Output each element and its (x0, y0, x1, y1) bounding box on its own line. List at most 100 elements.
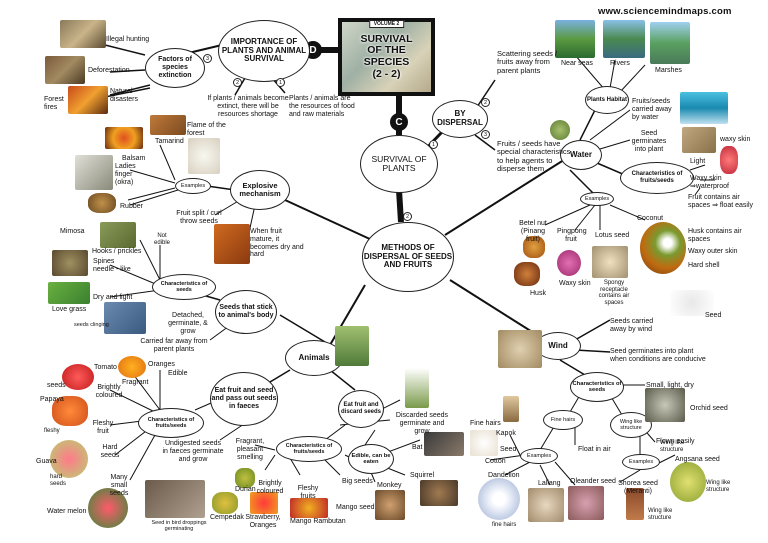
seed-wind-label: Seed (705, 312, 722, 319)
spines-label: Spines needle - like (93, 258, 131, 273)
tamarind-photo (150, 115, 186, 135)
water-node: Water (560, 140, 602, 170)
eat-node: Eat fruit and seed and pass out seeds in… (210, 372, 278, 426)
fleshy-fruit-label: Fleshy fruit (92, 420, 114, 435)
examples-explosive-node: Examples (175, 178, 211, 194)
lallang-label: Lallang (538, 480, 561, 487)
fine-hairs-2-label: fine hairs (492, 522, 517, 528)
big-seeds-label: Big seeds (342, 478, 373, 485)
husk-air-label: Husk contains air spaces (688, 228, 742, 243)
plants-animals-text: Plants / animals are the resources of fo… (289, 95, 355, 118)
factors-node: Factors of species extinction (145, 48, 205, 88)
wind-seeds-photo (498, 330, 542, 368)
branch-letter-c: C (390, 113, 408, 131)
number-marker: 2 (233, 78, 242, 87)
cotton-label: Cotton (485, 458, 506, 465)
title-line-4: (2 - 2) (372, 67, 401, 80)
survival-node: SURVIVAL OF PLANTS (360, 135, 438, 193)
fragrant-label: Fragrant (122, 379, 149, 386)
oleander-photo (568, 486, 604, 520)
orchid-label: Orchid seed (690, 405, 728, 412)
seeds-clinging-label: seeds clinging (74, 322, 109, 328)
guava-photo (50, 440, 88, 478)
bat-photo (424, 432, 464, 456)
hooks-label: Hooks / prickles (92, 248, 142, 255)
flame-forest-label: Flame of the forest (187, 122, 226, 137)
husk-photo (514, 262, 540, 286)
wing-like-3-label: Wing like structure (660, 440, 685, 453)
wing-like-label: Wing like structure (706, 480, 731, 493)
fleshy-fruits-label: Fleshy fruits (297, 485, 319, 500)
animals-photo (335, 326, 369, 366)
rivers-photo (603, 20, 645, 58)
stick-node: Seeds that stick to animal's body (215, 290, 277, 334)
mango-rambutan-photo (290, 498, 328, 518)
dandelion-photo (478, 478, 520, 520)
examples-water-node: Examples (580, 192, 614, 206)
edible-label: Edible (168, 370, 188, 377)
brightly-label: Brightly coloured (95, 384, 123, 399)
squirrel-photo (420, 480, 458, 506)
betel-nut-label: Betel nut (Pinang fruit) (519, 220, 547, 243)
website-url[interactable]: www.sciencemindmaps.com (598, 6, 732, 17)
cempedak-photo (212, 492, 238, 514)
durian-label: Durian (235, 486, 256, 493)
water-melon-label: Water melon (47, 508, 87, 515)
squirrel-label: Squirrel (410, 472, 435, 479)
importance-node: IMPORTANCE OF PLANTS AND ANIMAL SURVIVAL (218, 20, 310, 82)
cempedak-label: Cempedak (210, 514, 244, 521)
forest-fire-photo (68, 86, 108, 114)
detached-label: Detached, germinate, & grow (168, 312, 208, 335)
angsana-photo (670, 462, 706, 502)
lotus-seed-photo (592, 246, 628, 278)
papaya-label: Papaya (40, 396, 64, 403)
char-eat-node: Characteristics of fruits/seeds (138, 408, 204, 438)
seed-label: Seed (500, 446, 517, 453)
number-marker: 1 (276, 78, 285, 87)
balsam-photo (105, 127, 143, 149)
number-marker: 2 (403, 212, 412, 221)
tomato-label: Tomato (94, 364, 117, 371)
float-air-label: Float in air (578, 446, 611, 453)
strawberry-photo (250, 492, 278, 514)
seed-germinates-label: Seed germinates into plant (631, 130, 667, 153)
mimosa-photo (100, 222, 136, 248)
edible-node: Edible, can be eaten (348, 444, 394, 474)
examples-fine-node: Examples (520, 448, 558, 464)
watermelon-photo (88, 488, 128, 528)
bird-droppings-photo (145, 480, 205, 518)
shorea-photo (626, 488, 644, 520)
spongy-label: Spongy receptacle contains air spaces (598, 280, 630, 307)
monkey-label: Monkey (377, 482, 402, 489)
rubber-label: Rubber (120, 203, 143, 210)
shorea-label: Shorea seed (Meranti) (618, 480, 658, 495)
fine-hairs-label: Fine hairs (470, 420, 501, 427)
title-box: VOLUME 2 SURVIVAL OF THE SPECIES (2 - 2) (338, 18, 435, 96)
oranges-photo (118, 356, 146, 378)
char-wind-node: Characteristics of seeds (570, 372, 624, 402)
char-water-node: Characteristics of fruits/seeds (620, 162, 694, 194)
rubber-seed-photo (88, 193, 116, 213)
wing-like-2-label: Wing like structure (648, 508, 673, 521)
when-fruit-label: When fruit mature, it becomes dry and ha… (250, 228, 304, 259)
dry-light-label: Dry and light (93, 294, 133, 301)
bat-label: Bat (412, 444, 423, 451)
animals-node: Animals (285, 340, 343, 376)
strawberry-label: Strawberry, Oranges (245, 514, 281, 529)
deforestation-photo (45, 56, 85, 84)
waxy-outer-label: Waxy outer skin (688, 248, 738, 255)
floating-seed-photo (550, 120, 570, 140)
kapok-photo (503, 396, 519, 422)
hard-seeds-2-label: hard seeds (50, 474, 67, 487)
oranges-label: Oranges (148, 361, 175, 368)
cotton-photo (470, 430, 498, 456)
fruits-seeds-text: Fruits / seeds have special characterist… (497, 139, 571, 174)
fruit-split-label: Fruit split / curl throw seeds (176, 210, 222, 225)
pingpong-fruit-photo (557, 250, 581, 276)
oleander-label: Oleander seed (570, 478, 616, 485)
small-light-label: Small, light, dry (646, 382, 694, 389)
carried-far-label: Carried far away from parent plants (140, 338, 208, 353)
flame-forest-photo (188, 138, 220, 174)
